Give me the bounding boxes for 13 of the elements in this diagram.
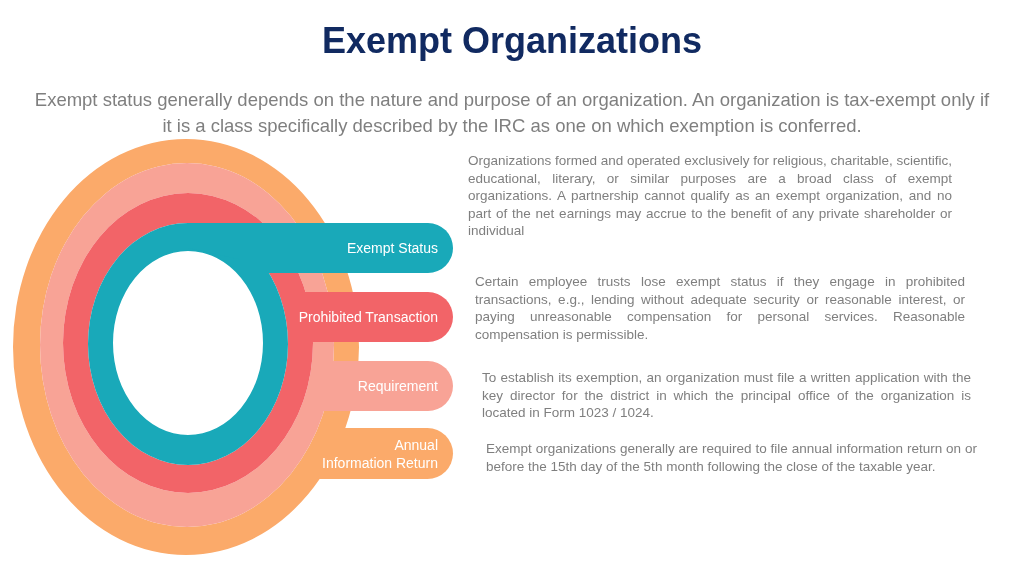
tab-label: Prohibited Transaction xyxy=(298,308,438,326)
label-tab xyxy=(290,292,453,342)
description-text: Certain employee trusts lose exempt status if they engage in prohibited transactions, e.g., lending without adequate security or reasonable interest, or paying unreasonable compensation for personal services. Reasonable compensation is permissible. xyxy=(475,273,965,343)
label-tab xyxy=(318,428,453,479)
description-text: Organizations formed and operated exclusively for religious, charitable, scientific, educational, literary, or similar purposes are a broad class of exempt organizations. A partnership cannot qualify as an exempt organization, and no part of the net earnings may accrue to the benefit of any private shareholder or individual xyxy=(468,152,952,240)
tab-label: Annual Information Return xyxy=(321,435,438,472)
description-text: To establish its exemption, an organization must file a written application with the key director for the district in which the principal office of the organization is located in Form 1023 / 1024. xyxy=(482,369,971,422)
label-tab xyxy=(318,361,453,411)
tab-label: Exempt Status xyxy=(346,239,438,257)
description-text: Exempt organizations generally are required to file annual information return on or before the 15th day of the 5th month following the close of the taxable year. xyxy=(486,440,977,475)
subtitle: Exempt status generally depends on the nature and purpose of an organization. An organization is tax-exempt only if it is a class specifically described by the IRC as one on which exemption is conferred. xyxy=(33,88,991,138)
title: Exempt Organizations xyxy=(320,19,704,63)
tab-label: Requirement xyxy=(357,377,438,395)
